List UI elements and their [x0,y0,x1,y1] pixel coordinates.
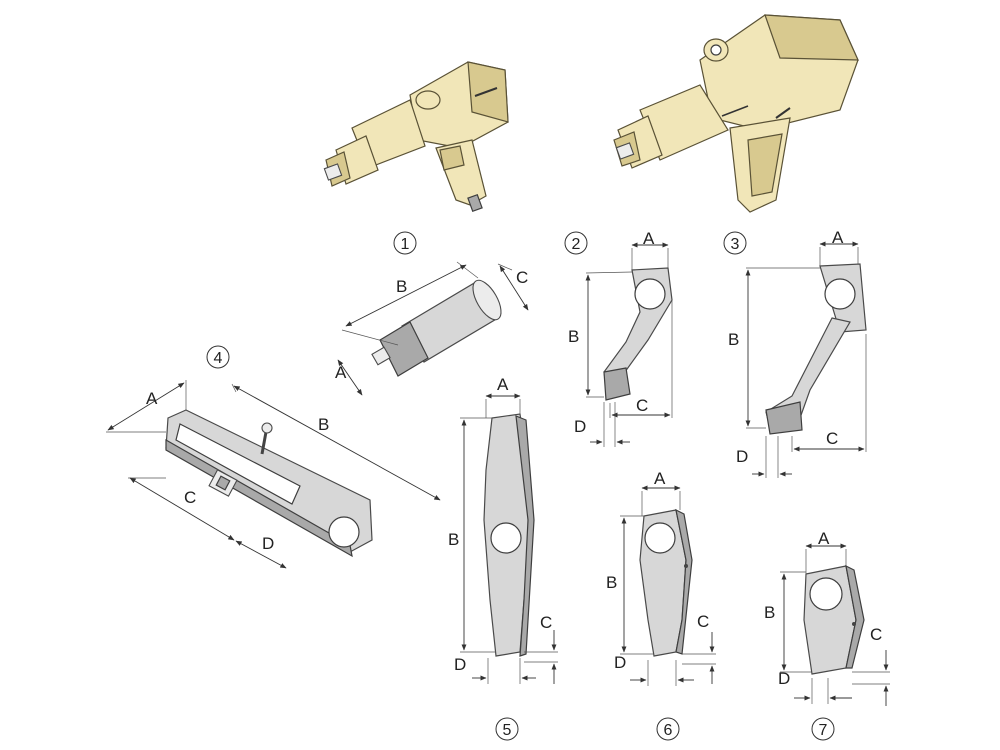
svg-text:D: D [736,447,748,466]
extension-dimensions: B C A [335,261,529,396]
svg-text:1: 1 [401,236,410,253]
svg-text:C: C [826,429,838,448]
reaction-arm-offset-icon [765,263,867,435]
extension-socket-icon [371,279,502,377]
svg-text:A: A [832,228,844,247]
svg-text:A: A [497,375,509,394]
svg-text:C: C [540,613,552,632]
svg-text:A: A [643,229,655,248]
bar-medium-dimensions: A B C D [606,469,716,686]
svg-text:B: B [448,530,459,549]
svg-text:B: B [728,330,739,349]
arm-curved-dimensions: A B C D [568,229,673,447]
bar-short-dimensions: A B C D [764,529,890,706]
arm-offset-dimensions: A B C D [728,228,867,478]
svg-text:D: D [574,417,586,436]
svg-text:B: B [568,327,579,346]
reaction-bar-short-icon [803,564,865,675]
svg-text:A: A [654,469,666,488]
item-number-6: 6 [656,717,680,741]
svg-text:A: A [818,529,830,548]
impact-wrench-small-icon [323,61,509,213]
svg-text:4: 4 [214,350,223,367]
svg-text:A: A [146,389,158,408]
reaction-bar-long-icon [483,413,535,657]
svg-text:3: 3 [731,236,740,253]
svg-text:2: 2 [572,236,581,253]
plate-dimensions: A B C D [106,380,441,569]
item-number-7: 7 [811,717,835,741]
svg-text:C: C [184,488,196,507]
svg-text:6: 6 [664,722,673,739]
svg-text:D: D [262,534,274,553]
item-number-5: 5 [495,717,519,741]
svg-text:C: C [636,396,648,415]
item-number-1: 1 [393,231,417,255]
item-number-2: 2 [564,231,588,255]
svg-text:C: C [697,612,709,631]
svg-text:D: D [778,669,790,688]
svg-text:D: D [454,655,466,674]
svg-text:B: B [318,415,329,434]
reaction-bar-medium-icon [639,508,693,657]
svg-text:C: C [870,625,882,644]
impact-wrench-large-icon [613,14,859,213]
svg-text:B: B [396,277,407,296]
svg-text:5: 5 [503,722,512,739]
svg-text:A: A [335,363,347,382]
reaction-arm-curved-icon [603,267,673,401]
item-number-4: 4 [206,345,230,369]
svg-text:D: D [614,653,626,672]
svg-text:B: B [606,573,617,592]
item-number-3: 3 [723,231,747,255]
svg-text:C: C [516,268,528,287]
bar-long-dimensions: A B C D [448,375,558,684]
svg-text:7: 7 [819,722,828,739]
svg-text:B: B [764,603,775,622]
